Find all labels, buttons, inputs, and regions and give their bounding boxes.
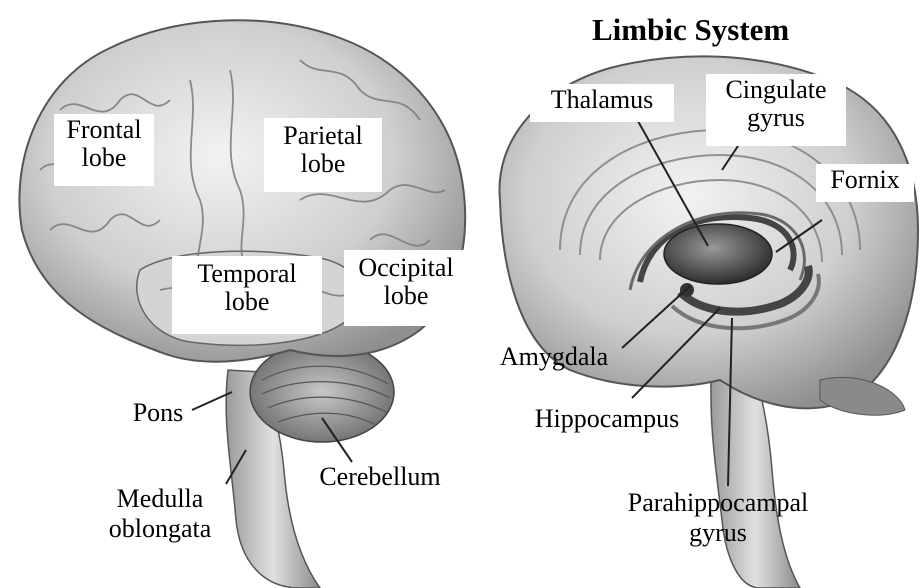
parietal-lobe-label: Parietal lobe <box>264 118 382 192</box>
pons-label: Pons <box>122 398 194 428</box>
frontal-lobe-label: Frontal lobe <box>54 114 154 186</box>
parahippocampal-gyrus-label: Parahippocampal gyrus <box>596 488 840 548</box>
medulla-oblongata-label: Medulla oblongata <box>84 484 236 544</box>
cerebellum-shape <box>250 342 394 442</box>
temporal-lobe-label: Temporal lobe <box>172 256 322 334</box>
fornix-label: Fornix <box>816 164 914 202</box>
amygdala-label: Amygdala <box>484 342 624 372</box>
limbic-system-title: Limbic System <box>592 12 832 48</box>
occipital-lobe-label: Occipital lobe <box>344 250 468 326</box>
thalamus-label: Thalamus <box>530 84 674 122</box>
cingulate-gyrus-label: Cingulate gyrus <box>706 74 846 146</box>
hippocampus-label: Hippocampus <box>516 404 698 434</box>
thalamus-shape <box>664 224 772 284</box>
cerebellum-label: Cerebellum <box>302 462 458 492</box>
